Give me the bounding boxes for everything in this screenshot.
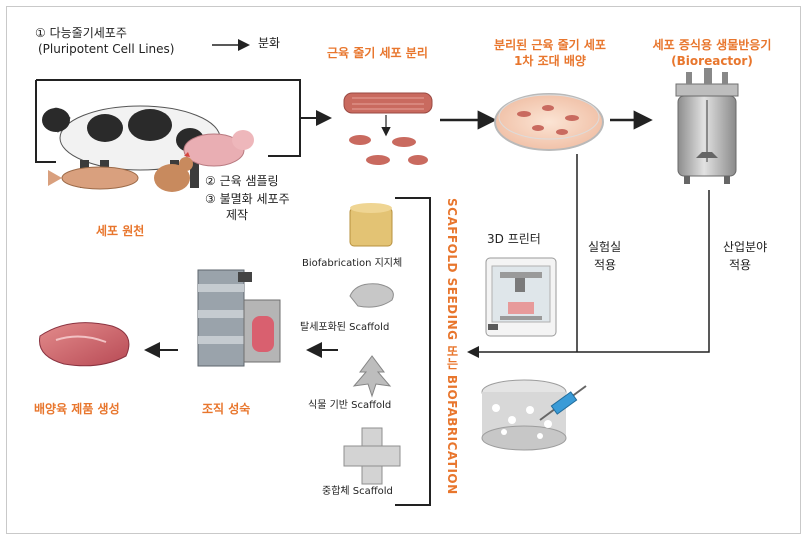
differentiation-label: 분화 bbox=[258, 36, 281, 50]
muscle-fiber-illustration bbox=[343, 92, 433, 165]
product-label: 배양육 제품 생성 bbox=[34, 402, 120, 416]
scaffold-icons bbox=[343, 203, 401, 485]
petri-dish-illustration bbox=[494, 93, 604, 151]
tissue-maturation-label: 조직 성숙 bbox=[202, 402, 251, 416]
scaffold-label-polymer: 중합체 Scaffold bbox=[322, 486, 393, 497]
scaffold-label-decellularized: 탈세포화된 Scaffold bbox=[300, 322, 390, 333]
immortal-line-label-1: ③ 불멸화 세포주 bbox=[205, 192, 290, 206]
industry-path-line bbox=[467, 190, 710, 358]
bioreactor-label-1: 세포 증식용 생물반응기 bbox=[652, 38, 772, 52]
lab-label-1: 실험실 bbox=[588, 240, 622, 254]
bioreactor-illustration bbox=[675, 68, 739, 184]
industry-label-1: 산업분야 bbox=[723, 240, 768, 254]
pluripotent-subtitle: (Pluripotent Cell Lines) bbox=[38, 42, 175, 56]
isolation-label: 근육 줄기 세포 분리 bbox=[327, 46, 428, 60]
printer-label: 3D 프린터 bbox=[487, 232, 541, 246]
scaffold-label-plant: 식물 기반 Scaffold bbox=[308, 400, 392, 411]
primary-culture-label-2: 1차 조대 배양 bbox=[514, 54, 586, 68]
pluripotent-title: ① 다능줄기세포주 bbox=[35, 26, 127, 40]
diagram-frame bbox=[6, 6, 801, 534]
animals-illustration bbox=[42, 105, 254, 192]
scaffold-label-biofabrication: Biofabrication 지지체 bbox=[302, 258, 403, 269]
bioreactor-label-2: (Bioreactor) bbox=[671, 54, 753, 68]
cell-source-label: 세포 원천 bbox=[96, 224, 145, 238]
porous-scaffold-illustration bbox=[481, 379, 587, 451]
industry-label-2: 적용 bbox=[729, 258, 752, 272]
primary-culture-label-1: 분리된 근육 줄기 세포 bbox=[494, 38, 606, 52]
scaffold-bracket bbox=[395, 197, 431, 506]
scaffold-seeding-vertical-label: SCAFFOLD SEEDING 또는 BIOFABRICATION bbox=[445, 198, 459, 495]
meat-product-illustration bbox=[39, 322, 130, 367]
lab-label-2: 적용 bbox=[594, 258, 617, 272]
animal-bracket-left bbox=[35, 80, 56, 163]
sampling-label: ② 근육 샘플링 bbox=[205, 174, 279, 188]
tissue-maturation-illustration bbox=[197, 269, 281, 367]
immortal-line-label-2: 제작 bbox=[226, 208, 249, 222]
printer-illustration bbox=[485, 257, 557, 337]
